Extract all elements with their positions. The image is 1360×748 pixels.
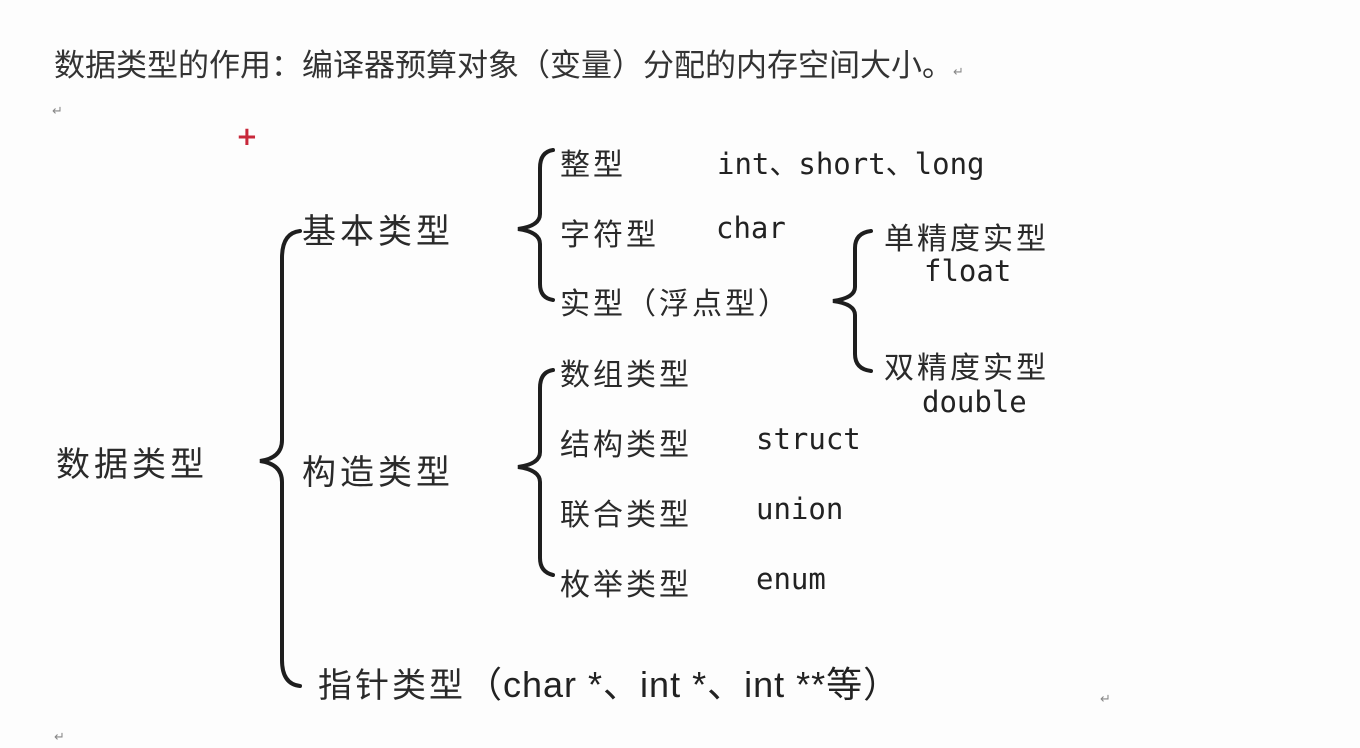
double-code: double	[922, 385, 1027, 419]
float-code: float	[924, 254, 1012, 288]
real-brace-icon	[832, 229, 873, 373]
enum-type-label: 枚举类型	[560, 568, 692, 603]
paragraph-mark-icon: ↵	[1100, 692, 1111, 707]
paragraph-mark-icon: ↵	[953, 65, 964, 80]
constructed-brace-icon	[517, 368, 555, 577]
char-type-code: char	[716, 211, 786, 245]
paragraph-mark-icon: ↵	[54, 730, 65, 745]
basic-brace-icon	[517, 148, 555, 302]
heading-text: 数据类型的作用：编译器预算对象（变量）分配的内存空间大小。↵	[54, 40, 964, 85]
union-code: union	[756, 492, 844, 526]
real-type-label: 实型（浮点型）	[560, 287, 791, 322]
constructed-type-node: 构造类型	[302, 453, 454, 493]
struct-type-label: 结构类型	[560, 428, 692, 463]
integer-type-label: 整型	[560, 148, 626, 183]
root-node: 数据类型	[56, 445, 208, 485]
cursor-cross-icon: +	[236, 122, 258, 152]
pointer-type-code: （char *、int *、int **等）	[466, 664, 901, 705]
pointer-type-node: 指针类型（char *、int *、int **等）	[318, 656, 900, 708]
array-type-label: 数组类型	[560, 358, 692, 393]
paragraph-mark-icon: ↵	[52, 104, 63, 119]
root-brace-icon	[259, 229, 302, 688]
heading-label: 数据类型的作用：编译器预算对象（变量）分配的内存空间大小。	[54, 48, 953, 84]
pointer-type-label: 指针类型	[318, 666, 466, 706]
integer-type-code: int、short、long	[717, 147, 985, 181]
union-type-label: 联合类型	[560, 498, 692, 533]
double-precision-label: 双精度实型	[884, 351, 1049, 386]
struct-code: struct	[756, 422, 861, 456]
basic-type-node: 基本类型	[302, 212, 454, 252]
char-type-label: 字符型	[560, 218, 659, 253]
enum-code: enum	[756, 562, 826, 596]
single-precision-label: 单精度实型	[884, 222, 1049, 257]
